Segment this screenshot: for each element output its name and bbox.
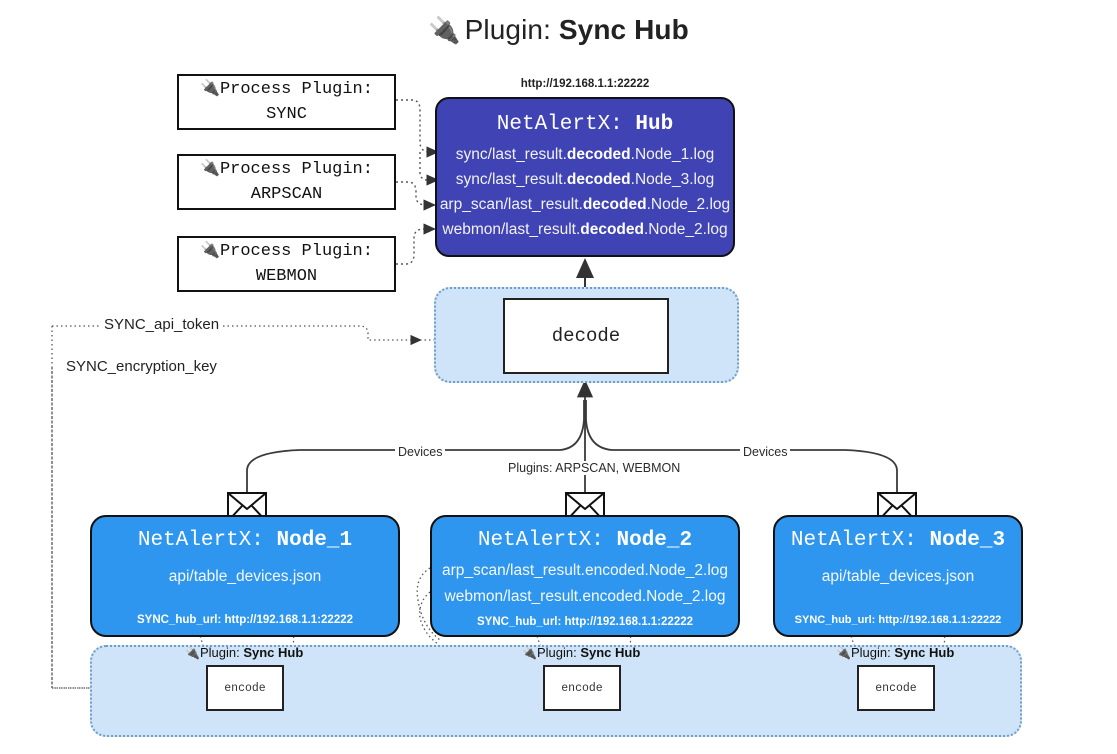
encoder-3-plugin-label: 🔌Plugin: Sync Hub	[836, 645, 955, 660]
process-plugin-arpscan[interactable]: 🔌Process Plugin: ARPSCAN	[177, 154, 396, 210]
node-3-title: NetAlertX: Node_3	[790, 529, 1006, 552]
node-2-line-2: webmon/last_result.encoded.Node_2.log	[444, 588, 726, 605]
hub-log-2: sync/last_result.decoded.Node_3.log	[455, 171, 715, 188]
process-plugin-sync-line2: SYNC	[266, 105, 307, 124]
process-plugin-arpscan-line2: ARPSCAN	[250, 185, 323, 204]
secret-label-api-token: SYNC_api_token	[100, 316, 224, 333]
plug-icon: 🔌	[836, 646, 851, 660]
plug-icon: 🔌	[185, 646, 200, 660]
plug-icon: 🔌	[200, 158, 220, 178]
encode-box-3-label: encode	[875, 681, 917, 695]
encode-box-1-label: encode	[224, 681, 266, 695]
page-title-prefix: Plugin:	[464, 14, 551, 45]
node-3-footer: SYNC_hub_url: http://192.168.1.1:22222	[794, 614, 1002, 626]
hub-node[interactable]: NetAlertX: Hub sync/last_result.decoded.…	[435, 97, 735, 257]
plug-icon: 🔌	[522, 646, 537, 660]
node-2-footer: SYNC_hub_url: http://192.168.1.1:22222	[476, 616, 694, 628]
node-1[interactable]: NetAlertX: Node_1 api/table_devices.json…	[90, 515, 400, 637]
plug-icon: 🔌	[428, 15, 461, 45]
process-plugin-sync[interactable]: 🔌Process Plugin: SYNC	[177, 74, 396, 130]
process-plugin-webmon-line2: WEBMON	[255, 267, 318, 286]
encode-box-2[interactable]: encode	[543, 665, 621, 711]
process-plugin-webmon[interactable]: 🔌Process Plugin: WEBMON	[177, 236, 396, 292]
hub-log-4: webmon/last_result.decoded.Node_2.log	[442, 221, 728, 238]
node-3-line-1: api/table_devices.json	[821, 568, 975, 585]
edge-label-devices-right: Devices	[740, 445, 791, 459]
process-plugin-webmon-line1: 🔌Process Plugin:	[200, 240, 373, 262]
edge-label-devices-left: Devices	[395, 445, 446, 459]
hub-log-3: arp_scan/last_result.decoded.Node_2.log	[439, 196, 731, 213]
encode-box-3[interactable]: encode	[857, 665, 935, 711]
page-title-name: Sync Hub	[558, 14, 689, 45]
hub-title: NetAlertX: Hub	[437, 113, 733, 136]
hub-log-1: sync/last_result.decoded.Node_1.log	[455, 146, 715, 163]
node-2[interactable]: NetAlertX: Node_2 arp_scan/last_result.e…	[430, 515, 740, 637]
encode-box-2-label: encode	[561, 681, 603, 695]
process-plugin-sync-line1: 🔌Process Plugin:	[200, 78, 373, 100]
encoder-2-plugin-label: 🔌Plugin: Sync Hub	[522, 645, 641, 660]
edge-label-plugins-center: Plugins: ARPSCAN, WEBMON	[505, 461, 684, 475]
node-2-title: NetAlertX: Node_2	[477, 529, 693, 552]
process-plugin-arpscan-line1: 🔌Process Plugin:	[200, 158, 373, 180]
hub-url-label: http://192.168.1.1:22222	[520, 78, 650, 90]
plug-icon: 🔌	[200, 240, 220, 260]
node-2-line-1: arp_scan/last_result.encoded.Node_2.log	[441, 562, 729, 579]
decode-label: decode	[551, 325, 621, 347]
encoder-1-plugin-label: 🔌Plugin: Sync Hub	[185, 645, 304, 660]
secret-label-encryption-key: SYNC_encryption_key	[62, 358, 221, 375]
page-title: 🔌Plugin: Sync Hub	[0, 14, 1117, 46]
node-1-line-1: api/table_devices.json	[168, 568, 322, 585]
plug-icon: 🔌	[200, 78, 220, 98]
hub-title-name: Hub	[635, 113, 674, 136]
encode-box-1[interactable]: encode	[206, 665, 284, 711]
node-1-title: NetAlertX: Node_1	[137, 529, 353, 552]
decode-box[interactable]: decode	[503, 298, 669, 374]
hub-title-prefix: NetAlertX:	[496, 113, 623, 136]
node-1-footer: SYNC_hub_url: http://192.168.1.1:22222	[136, 614, 354, 626]
node-3[interactable]: NetAlertX: Node_3 api/table_devices.json…	[773, 515, 1023, 637]
